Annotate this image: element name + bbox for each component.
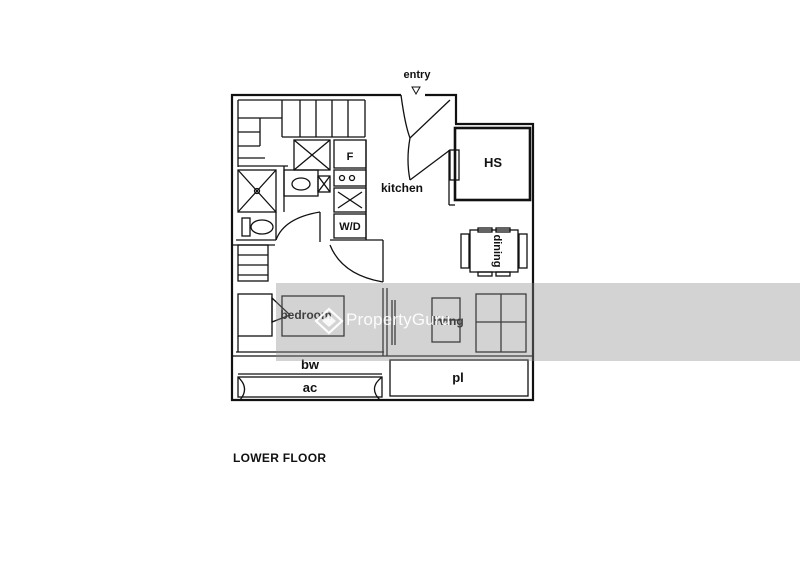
outer-walls bbox=[230, 93, 535, 402]
entry-arrow-icon bbox=[411, 86, 421, 96]
aircon-ledge-label: ac bbox=[303, 380, 317, 395]
staircase bbox=[237, 99, 366, 167]
planter-label: pl bbox=[452, 370, 464, 385]
sliding-partition bbox=[382, 288, 396, 356]
watermark-band bbox=[276, 283, 800, 361]
living-label: living bbox=[432, 314, 463, 328]
kitchen-fixtures bbox=[293, 139, 383, 241]
living-furniture bbox=[431, 293, 527, 353]
hs-label: HS bbox=[484, 155, 502, 170]
bedroom-area bbox=[232, 244, 384, 353]
floor-caption: LOWER FLOOR bbox=[233, 451, 327, 465]
bathroom bbox=[236, 166, 331, 242]
dining-table bbox=[460, 227, 528, 277]
kitchen-door bbox=[329, 240, 384, 283]
kitchen-label: kitchen bbox=[381, 181, 423, 195]
fridge-label: F bbox=[347, 151, 354, 163]
entry-door bbox=[400, 94, 451, 181]
bay-window-label: bw bbox=[301, 357, 320, 372]
watermark-text: PropertyGuru bbox=[346, 310, 451, 329]
dining-label: dining bbox=[491, 235, 503, 268]
entry-label: entry bbox=[404, 69, 432, 81]
household-shelter bbox=[448, 126, 532, 206]
propertyguru-logo-icon bbox=[314, 307, 344, 335]
washer-dryer-label: W/D bbox=[339, 221, 360, 233]
ledges bbox=[232, 355, 533, 401]
